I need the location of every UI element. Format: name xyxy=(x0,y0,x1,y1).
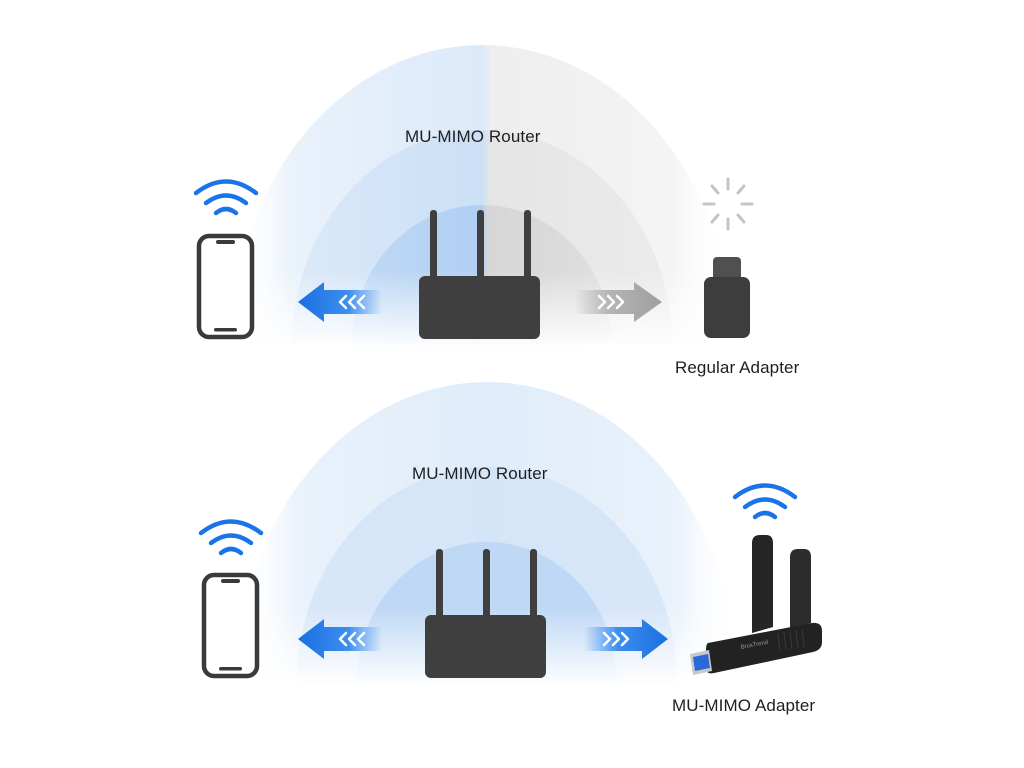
adapter-brand: BrosTrend xyxy=(740,640,768,651)
wifi-icon xyxy=(193,179,259,216)
router-label: MU-MIMO Router xyxy=(405,127,541,146)
adapter-label: MU-MIMO Adapter xyxy=(672,696,816,715)
wifi-icon xyxy=(732,483,798,520)
router-icon xyxy=(425,549,546,678)
arrow-right-icon xyxy=(574,282,662,322)
phone-icon xyxy=(201,572,260,679)
router-icon xyxy=(419,210,540,339)
scene-top-art xyxy=(193,45,760,350)
usb-adapter-icon xyxy=(704,257,750,338)
phone-icon xyxy=(196,233,255,340)
arrow-left-icon xyxy=(298,619,382,659)
arrow-left-icon xyxy=(298,282,382,322)
scene-mu-mimo-adapter: BrosTrend MU-MIMO Router MU-MIMO Adapter xyxy=(0,337,1024,721)
arrow-right-icon xyxy=(584,619,668,659)
scene-bottom-art: BrosTrend xyxy=(198,382,822,687)
wifi-icon xyxy=(198,519,264,556)
scene-regular-adapter: MU-MIMO Router Regular Adapter xyxy=(193,45,800,377)
loading-spinner-icon xyxy=(702,177,754,231)
usb-adapter-icon xyxy=(690,535,822,675)
adapter-label: Regular Adapter xyxy=(675,358,800,377)
router-label: MU-MIMO Router xyxy=(412,464,548,483)
